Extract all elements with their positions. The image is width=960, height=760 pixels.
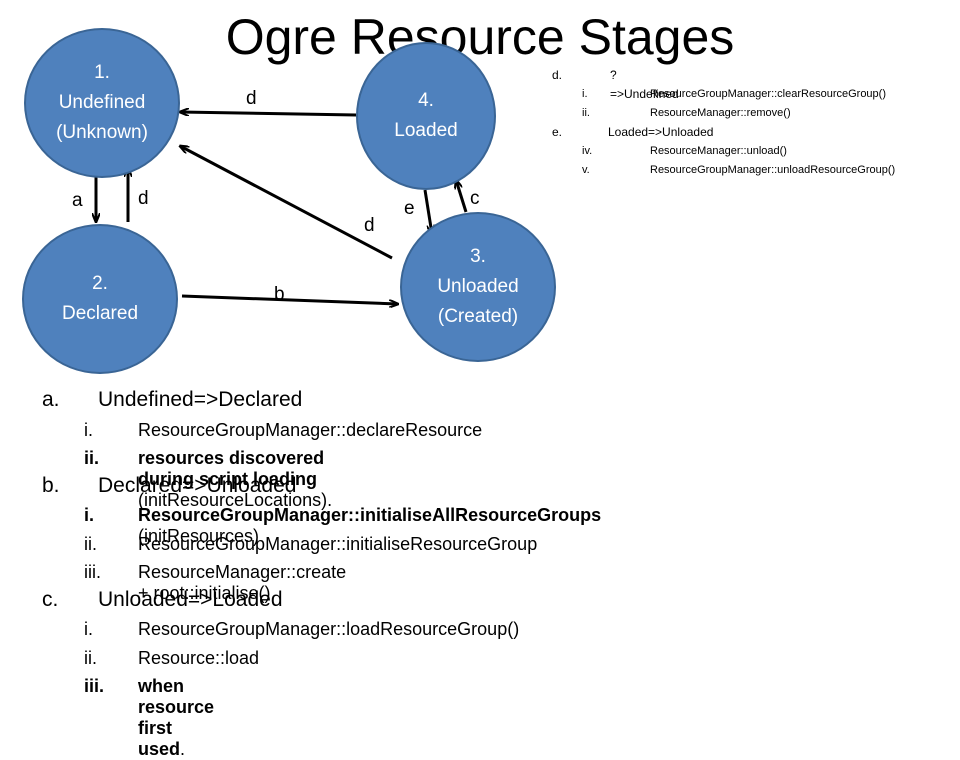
node-unloaded-label: Unloaded <box>437 276 519 297</box>
edge-label-a: a <box>72 190 83 211</box>
list-text: (initResourceLocations). <box>138 490 333 510</box>
list-text: (initResources) <box>138 526 260 546</box>
list-marker: i. <box>84 505 95 525</box>
list-text-bold: ResourceGroupManager::initialiseAllResou… <box>138 505 602 525</box>
list-marker: ii. <box>84 448 100 468</box>
node-unloaded-sublabel: (Created) <box>437 306 519 327</box>
list-heading: Unloaded=>Loaded <box>98 587 283 611</box>
side-note-text: ResourceGroupManager::unloadResourceGrou… <box>650 164 896 176</box>
state-transition-arrows <box>0 0 468 720</box>
list-text-bold: when resource first used <box>138 676 215 759</box>
edge-label-d-diagonal: d <box>364 215 375 236</box>
arrow-unloaded-to-undefined <box>180 146 393 260</box>
node-unloaded: 3. Unloaded (Created) <box>400 212 556 362</box>
slide-title: Ogre Resource Stages <box>225 9 735 65</box>
side-note-marker: e. <box>552 125 563 139</box>
side-note-marker: v. <box>582 164 590 176</box>
node-undefined-label: Undefined <box>58 92 146 113</box>
list-marker: ii. <box>84 533 97 554</box>
node-declared: 2. Declared <box>22 224 178 374</box>
edge-label-d-left: d <box>138 188 149 209</box>
list-text: ResourceGroupManager::loadResourceGroup(… <box>138 619 520 639</box>
edge-label-e: e <box>404 198 415 219</box>
list-text: Resource::load <box>138 647 260 668</box>
list-marker: i. <box>84 419 93 440</box>
node-declared-number: 2. <box>92 273 108 294</box>
edge-label-b: b <box>274 284 285 305</box>
edge-label-c: c <box>470 188 480 209</box>
list-marker: a. <box>42 388 60 411</box>
side-note-marker: iv. <box>582 145 593 157</box>
arrow-loaded-to-undefined <box>180 112 357 117</box>
list-text: . <box>180 739 186 759</box>
arrow-declared-to-unloaded <box>181 294 398 304</box>
list-marker: b. <box>42 473 60 497</box>
side-note-text: ResourceGroupManager::clearResourceGroup… <box>650 88 886 100</box>
node-undefined-number: 1. <box>94 62 110 83</box>
node-undefined-sublabel: (Unknown) <box>56 122 148 143</box>
list-heading: Declared=>Unloaded <box>98 473 297 497</box>
list-marker: ii. <box>84 647 97 668</box>
side-note-text: ResourceManager::remove() <box>650 107 791 119</box>
list-text: ResourceManager::create + root::initiali… <box>138 562 347 603</box>
side-note-marker: d. <box>552 68 563 82</box>
node-undefined: 1. Undefined (Unknown) <box>24 28 180 178</box>
list-marker: iii. <box>84 562 101 582</box>
side-note-text: ResourceManager::unload() <box>650 145 787 157</box>
list-text: ResourceGroupManager::initialiseResource… <box>138 533 538 554</box>
list-heading: Undefined=>Declared <box>98 388 303 411</box>
node-declared-label: Declared <box>61 303 139 324</box>
side-note-text: ?=>Undefined <box>610 68 679 101</box>
node-unloaded-number: 3. <box>470 246 486 267</box>
arrow-unloaded-to-loaded <box>456 180 468 213</box>
side-note-marker: i. <box>582 88 588 100</box>
list-marker: iii. <box>84 676 105 696</box>
node-loaded: 4. Loaded <box>356 42 496 190</box>
list-marker: c. <box>42 587 59 611</box>
node-loaded-number: 4. <box>418 90 434 111</box>
side-note-text: Loaded=>Unloaded <box>608 125 714 139</box>
side-note-marker: ii. <box>582 107 590 119</box>
node-loaded-label: Loaded <box>394 120 458 141</box>
list-marker: i. <box>84 619 93 639</box>
edge-label-d-top: d <box>246 88 257 109</box>
list-text-bold: resources discovered during script loadi… <box>138 448 325 489</box>
list-text: ResourceGroupManager::declareResource <box>138 419 483 440</box>
